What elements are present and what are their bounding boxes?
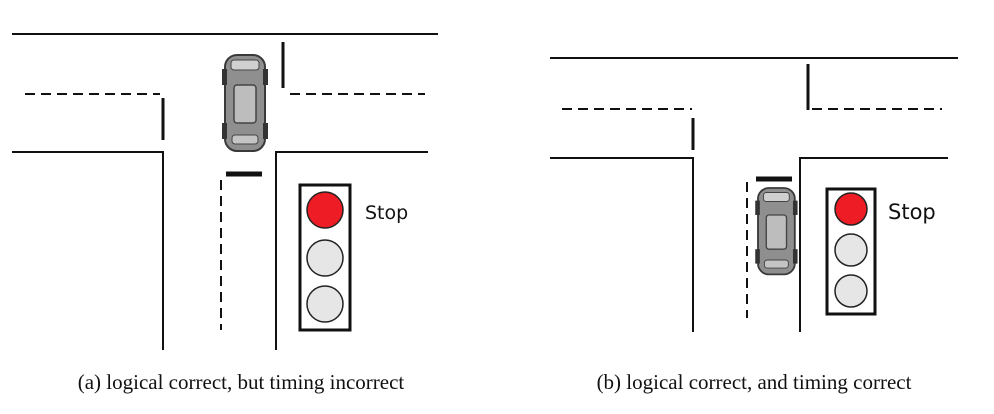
green-light-b <box>834 274 868 308</box>
road-a <box>12 33 438 350</box>
stop-label-b: Stop <box>888 200 936 224</box>
yellow-light-b <box>834 233 868 267</box>
traffic-light-a <box>298 183 352 332</box>
stop-label-a: Stop <box>365 202 408 224</box>
panel-b: Stop (b) logical correct, and timing cor… <box>550 57 958 394</box>
yellow-light-a <box>306 239 344 277</box>
car-b <box>754 187 799 276</box>
panel-a: Stop (a) logical correct, but timing inc… <box>12 33 438 394</box>
caption-a: (a) logical correct, but timing incorrec… <box>78 370 405 394</box>
road-b <box>550 57 958 332</box>
green-light-a <box>306 285 344 323</box>
red-light-b <box>834 192 868 226</box>
red-light-a <box>306 191 344 229</box>
car-a <box>221 54 269 152</box>
caption-b: (b) logical correct, and timing correct <box>597 370 912 394</box>
traffic-light-b <box>825 187 877 316</box>
